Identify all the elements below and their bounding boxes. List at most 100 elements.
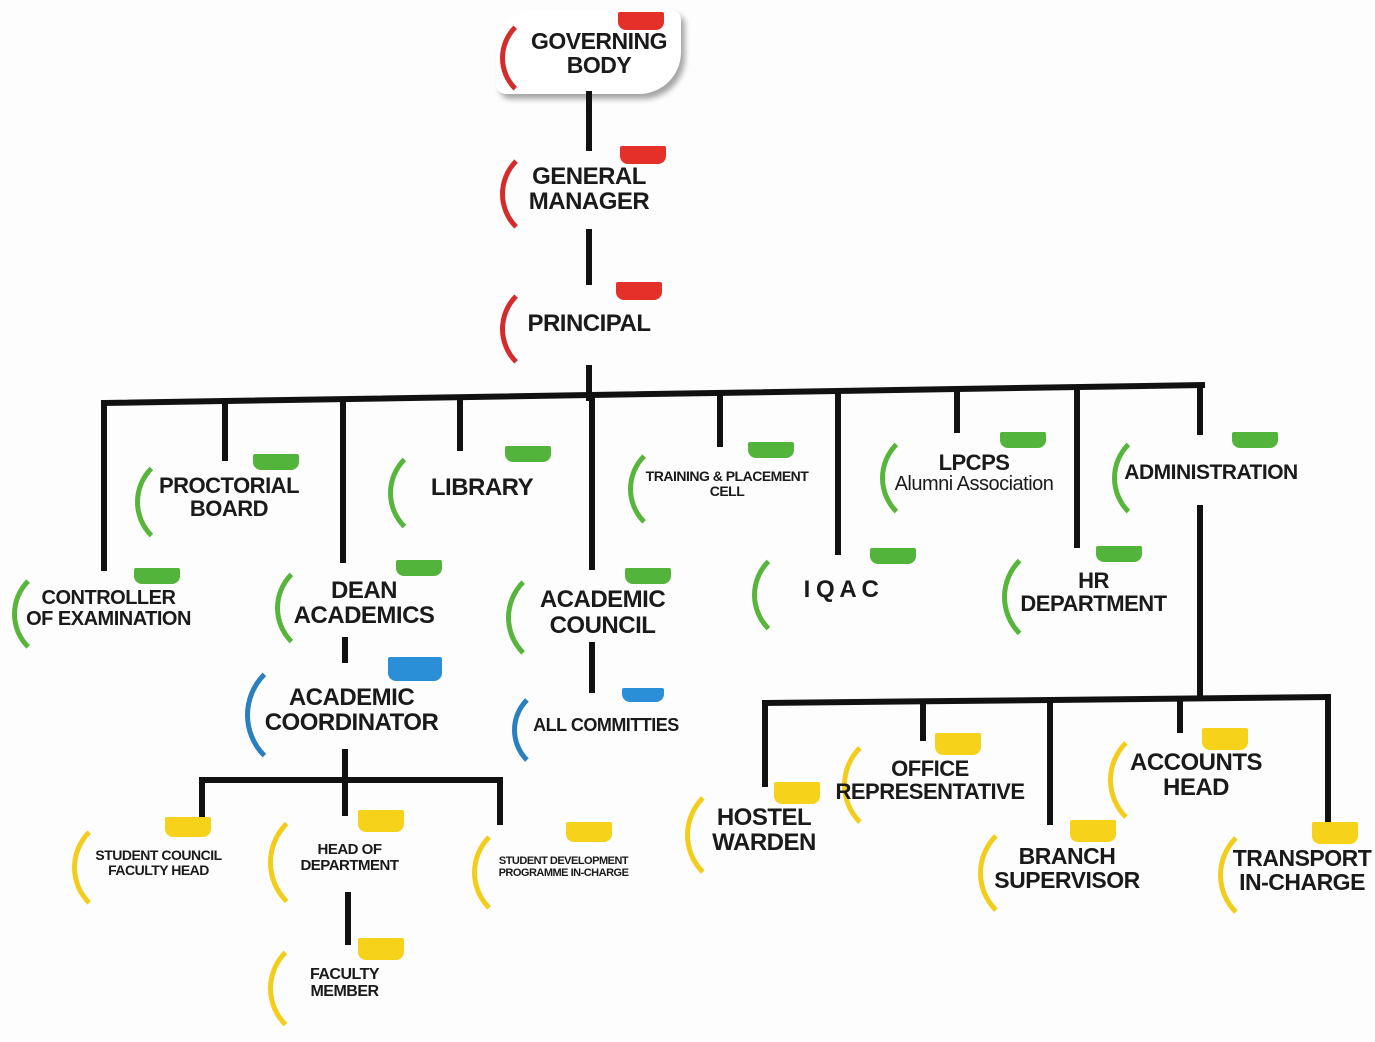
principal-node: PRINCIPAL — [500, 280, 660, 378]
faculty-member-tab-marker — [358, 938, 404, 960]
principal-label-line: PRINCIPAL — [527, 310, 651, 338]
all-committies-label-line: ALL COMMITTIES — [533, 714, 679, 735]
branch-supervisor-label-line: BRANCH — [1018, 842, 1116, 869]
office-representative-label-line: REPRESENTATIVE — [835, 779, 1026, 804]
academic-coordinator-tab-marker — [388, 657, 442, 681]
library-tab-marker — [505, 446, 551, 462]
office-representative-arc — [842, 730, 952, 840]
library-label-line: LIBRARY — [430, 474, 534, 502]
academic-council-arc — [506, 565, 611, 670]
iqac-arc — [752, 545, 852, 645]
hr-department-arc — [1002, 543, 1110, 651]
administration-label-line: ADMINISTRATION — [1124, 460, 1298, 484]
academic-coordinator-label-line: COORDINATOR — [264, 709, 439, 736]
principal-tab-marker — [616, 282, 662, 300]
proctorial-board-tab-marker — [253, 454, 299, 470]
transport-incharge-label-line: IN-CHARGE — [1239, 869, 1365, 895]
head-department-label-line: HEAD OF — [317, 840, 383, 858]
student-development-arc — [472, 820, 577, 925]
administration-arc — [1112, 428, 1212, 528]
academic-council-label-line: ACADEMIC — [539, 586, 666, 614]
transport-incharge-tab-marker — [1312, 822, 1358, 844]
hr-department-label-line: DEPARTMENT — [1020, 591, 1167, 616]
general-manager-arc — [500, 145, 598, 243]
general-manager-tab-marker — [620, 146, 666, 164]
training-placement-label-line: CELL — [709, 483, 745, 499]
hr-department-tab-marker — [1096, 546, 1142, 562]
training-placement-tab-marker — [748, 442, 794, 458]
iqac-node: I Q A C — [752, 545, 912, 645]
library-arc — [388, 443, 488, 543]
proctorial-board-label-line: BOARD — [189, 496, 269, 521]
faculty-member-arc — [268, 935, 375, 1042]
administration-label: ADMINISTRATION — [1112, 428, 1298, 518]
head-department-tab-marker — [358, 810, 404, 832]
controller-exam-label-line: OF EXAMINATION — [26, 608, 191, 630]
student-development-label-line: PROGRAMME IN-CHARGE — [498, 866, 629, 879]
accounts-head-arc — [1108, 725, 1218, 835]
accounts-head-label-line: ACCOUNTS — [1130, 748, 1263, 776]
hostel-warden-label-line: WARDEN — [712, 829, 816, 856]
administration-tab-marker — [1232, 432, 1278, 448]
proctorial-board-label-line: PROCTORIAL — [158, 472, 300, 498]
faculty-member-label-line: MEMBER — [310, 982, 379, 1000]
connector-line — [100, 381, 1206, 407]
iqac-label-line: I Q A C — [803, 576, 879, 604]
all-committies-label: ALL COMMITTIES — [512, 685, 682, 765]
general-manager-label-line: GENERAL — [532, 162, 646, 190]
iqac-tab-marker — [870, 548, 916, 564]
branch-supervisor-arc — [978, 818, 1088, 928]
principal-label: PRINCIPAL — [500, 280, 660, 368]
transport-incharge-arc — [1218, 820, 1328, 930]
hostel-warden-label-line: HOSTEL — [716, 803, 812, 831]
training-placement-arc — [628, 440, 726, 538]
hr-department-label-line: HR — [1078, 567, 1109, 593]
student-council-label-line: STUDENT COUNCIL — [95, 846, 222, 863]
transport-incharge-label-line: TRANSPORT — [1232, 844, 1372, 871]
head-department-label-line: DEPARTMENT — [300, 856, 399, 874]
office-representative-label-line: OFFICE — [891, 755, 969, 781]
governing-body-label-line: BODY — [566, 52, 632, 78]
library-node: LIBRARY — [388, 443, 558, 543]
dean-academics-label-line: DEAN — [330, 576, 398, 604]
dean-academics-tab-marker — [396, 560, 442, 576]
student-council-tab-marker — [165, 817, 211, 837]
academic-council-tab-marker — [625, 568, 671, 584]
administration-node: ADMINISTRATION — [1112, 428, 1298, 528]
accounts-head-label-line: HEAD — [1162, 774, 1230, 801]
lpcps-label-line: Alumni Association — [894, 473, 1054, 496]
academic-council-label-line: COUNCIL — [549, 611, 656, 639]
branch-supervisor-tab-marker — [1070, 820, 1116, 842]
all-committies-tab-marker — [622, 688, 664, 702]
principal-arc — [500, 280, 598, 378]
office-representative-tab-marker — [935, 733, 981, 755]
connector-line — [761, 693, 1332, 707]
